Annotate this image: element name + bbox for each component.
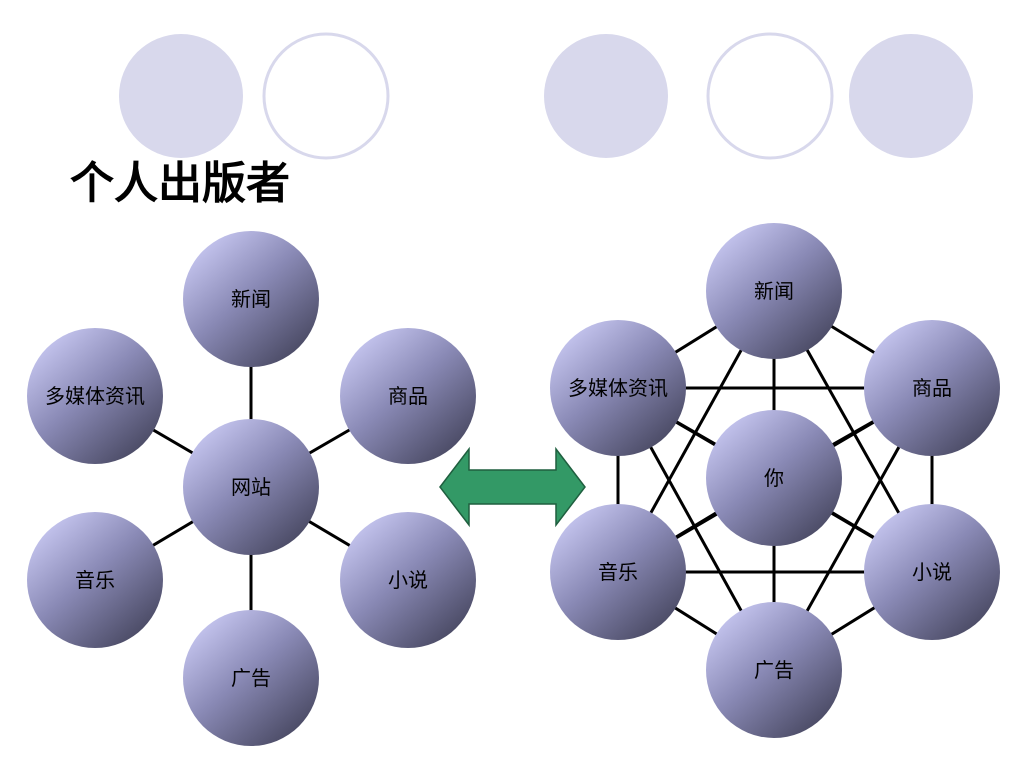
node-music-label: 音乐: [75, 568, 115, 592]
node-news-sphere: [706, 223, 842, 359]
node-news-sphere: [183, 231, 319, 367]
node-music: 音乐: [550, 504, 686, 640]
node-site: 网站: [183, 419, 319, 555]
node-news-label: 新闻: [231, 287, 271, 311]
decorative-circles: [119, 32, 973, 160]
node-novel-label: 小说: [388, 568, 428, 592]
node-site-sphere: [183, 419, 319, 555]
node-multimedia-label: 多媒体资讯: [45, 384, 145, 408]
node-novel-label: 小说: [912, 560, 952, 584]
node-multimedia-sphere: [550, 320, 686, 456]
node-music-sphere: [27, 512, 163, 648]
node-goods: 商品: [864, 320, 1000, 456]
decorative-circle-filled: [119, 34, 243, 158]
node-goods-sphere: [864, 320, 1000, 456]
node-ads: 广告: [183, 610, 319, 746]
node-ads-sphere: [706, 602, 842, 738]
node-you-sphere: [706, 410, 842, 546]
node-ads: 广告: [706, 602, 842, 738]
decorative-circle-outline: [262, 32, 390, 160]
decorative-circle-filled: [849, 34, 973, 158]
node-music-sphere: [550, 504, 686, 640]
node-ads-label: 广告: [754, 658, 794, 682]
node-music-label: 音乐: [598, 560, 638, 584]
decorative-circle-outline: [706, 32, 834, 160]
double-arrow: [439, 446, 586, 528]
double-arrow-shape: [439, 446, 586, 528]
node-you-label: 你: [764, 466, 784, 490]
node-goods: 商品: [340, 328, 476, 464]
node-multimedia-sphere: [27, 328, 163, 464]
node-multimedia: 多媒体资讯: [550, 320, 686, 456]
node-goods-sphere: [340, 328, 476, 464]
node-you: 你: [706, 410, 842, 546]
node-novel: 小说: [864, 504, 1000, 640]
node-multimedia: 多媒体资讯: [27, 328, 163, 464]
node-ads-sphere: [183, 610, 319, 746]
node-news: 新闻: [183, 231, 319, 367]
node-novel-sphere: [864, 504, 1000, 640]
node-news: 新闻: [706, 223, 842, 359]
node-goods-label: 商品: [912, 376, 952, 400]
node-ads-label: 广告: [231, 666, 271, 690]
node-novel: 小说: [340, 512, 476, 648]
node-news-label: 新闻: [754, 279, 794, 303]
node-site-label: 网站: [231, 475, 271, 499]
node-goods-label: 商品: [388, 384, 428, 408]
node-novel-sphere: [340, 512, 476, 648]
decorative-circle-filled: [544, 34, 668, 158]
node-multimedia-label: 多媒体资讯: [568, 376, 668, 400]
node-music: 音乐: [27, 512, 163, 648]
page-title: 个人出版者: [70, 158, 290, 209]
